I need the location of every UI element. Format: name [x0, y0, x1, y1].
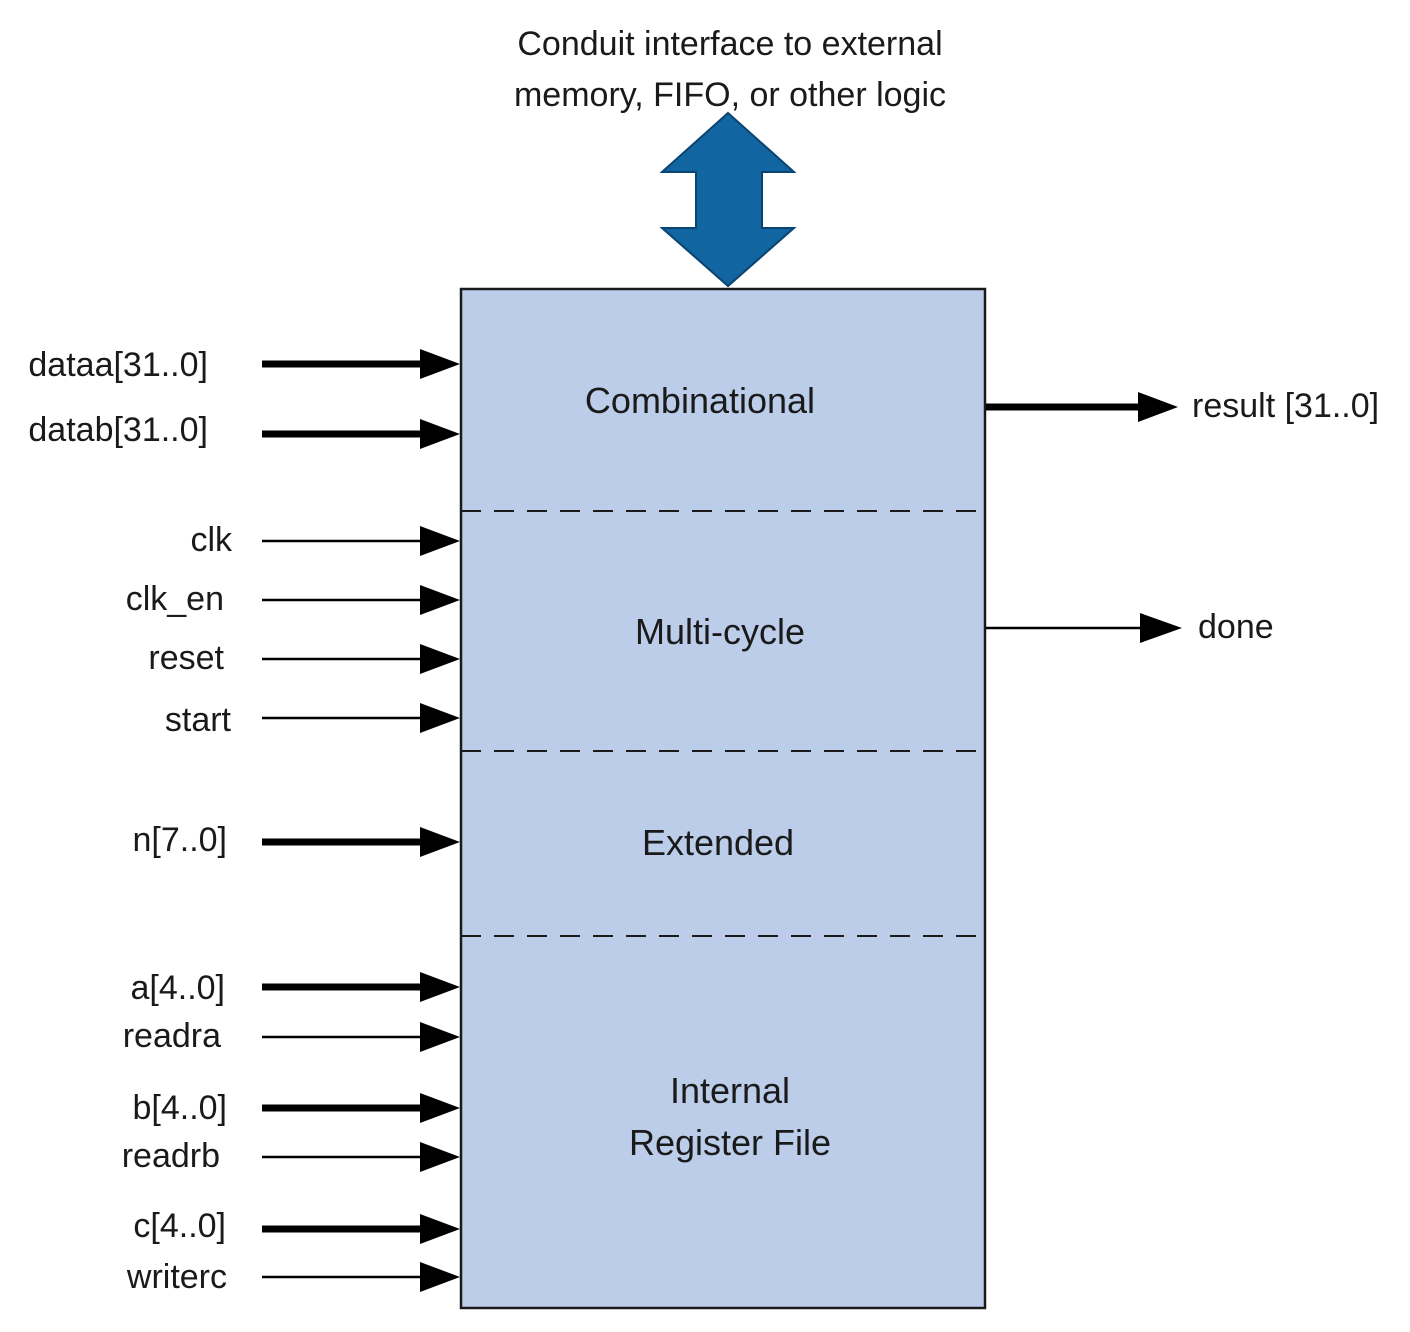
section-regfile-label-line1: Internal — [670, 1070, 790, 1111]
input-reset-label: reset — [148, 639, 224, 677]
input-c-label: c[4..0] — [133, 1207, 226, 1245]
output-arrows — [986, 392, 1182, 643]
output-done-label: done — [1198, 608, 1274, 646]
input-a-label: a[4..0] — [130, 969, 225, 1007]
input-datab-label: datab[31..0] — [28, 411, 208, 449]
input-clk-label: clk — [190, 521, 233, 559]
input-readrb-label: readrb — [122, 1137, 220, 1175]
input-readra-label: readra — [123, 1017, 221, 1055]
conduit-bidirectional-arrow — [659, 111, 797, 288]
output-result-label: result [31..0] — [1192, 387, 1379, 425]
input-n-label: n[7..0] — [132, 821, 227, 859]
section-extended-label: Extended — [642, 822, 794, 863]
section-regfile-label-line2: Register File — [629, 1122, 831, 1163]
input-dataa-label: dataa[31..0] — [28, 346, 208, 384]
input-b-label: b[4..0] — [132, 1089, 227, 1127]
custom-instruction-block — [459, 287, 987, 1310]
section-combinational-label: Combinational — [585, 380, 815, 421]
section-multicycle-label: Multi-cycle — [635, 611, 805, 652]
input-start-label: start — [165, 701, 232, 739]
input-arrows — [262, 349, 460, 1292]
conduit-caption-line1: Conduit interface to external — [517, 25, 942, 63]
input-writerc-label: writerc — [126, 1258, 227, 1296]
input-clk-en-label: clk_en — [126, 580, 224, 618]
conduit-caption-line2: memory, FIFO, or other logic — [514, 76, 946, 114]
